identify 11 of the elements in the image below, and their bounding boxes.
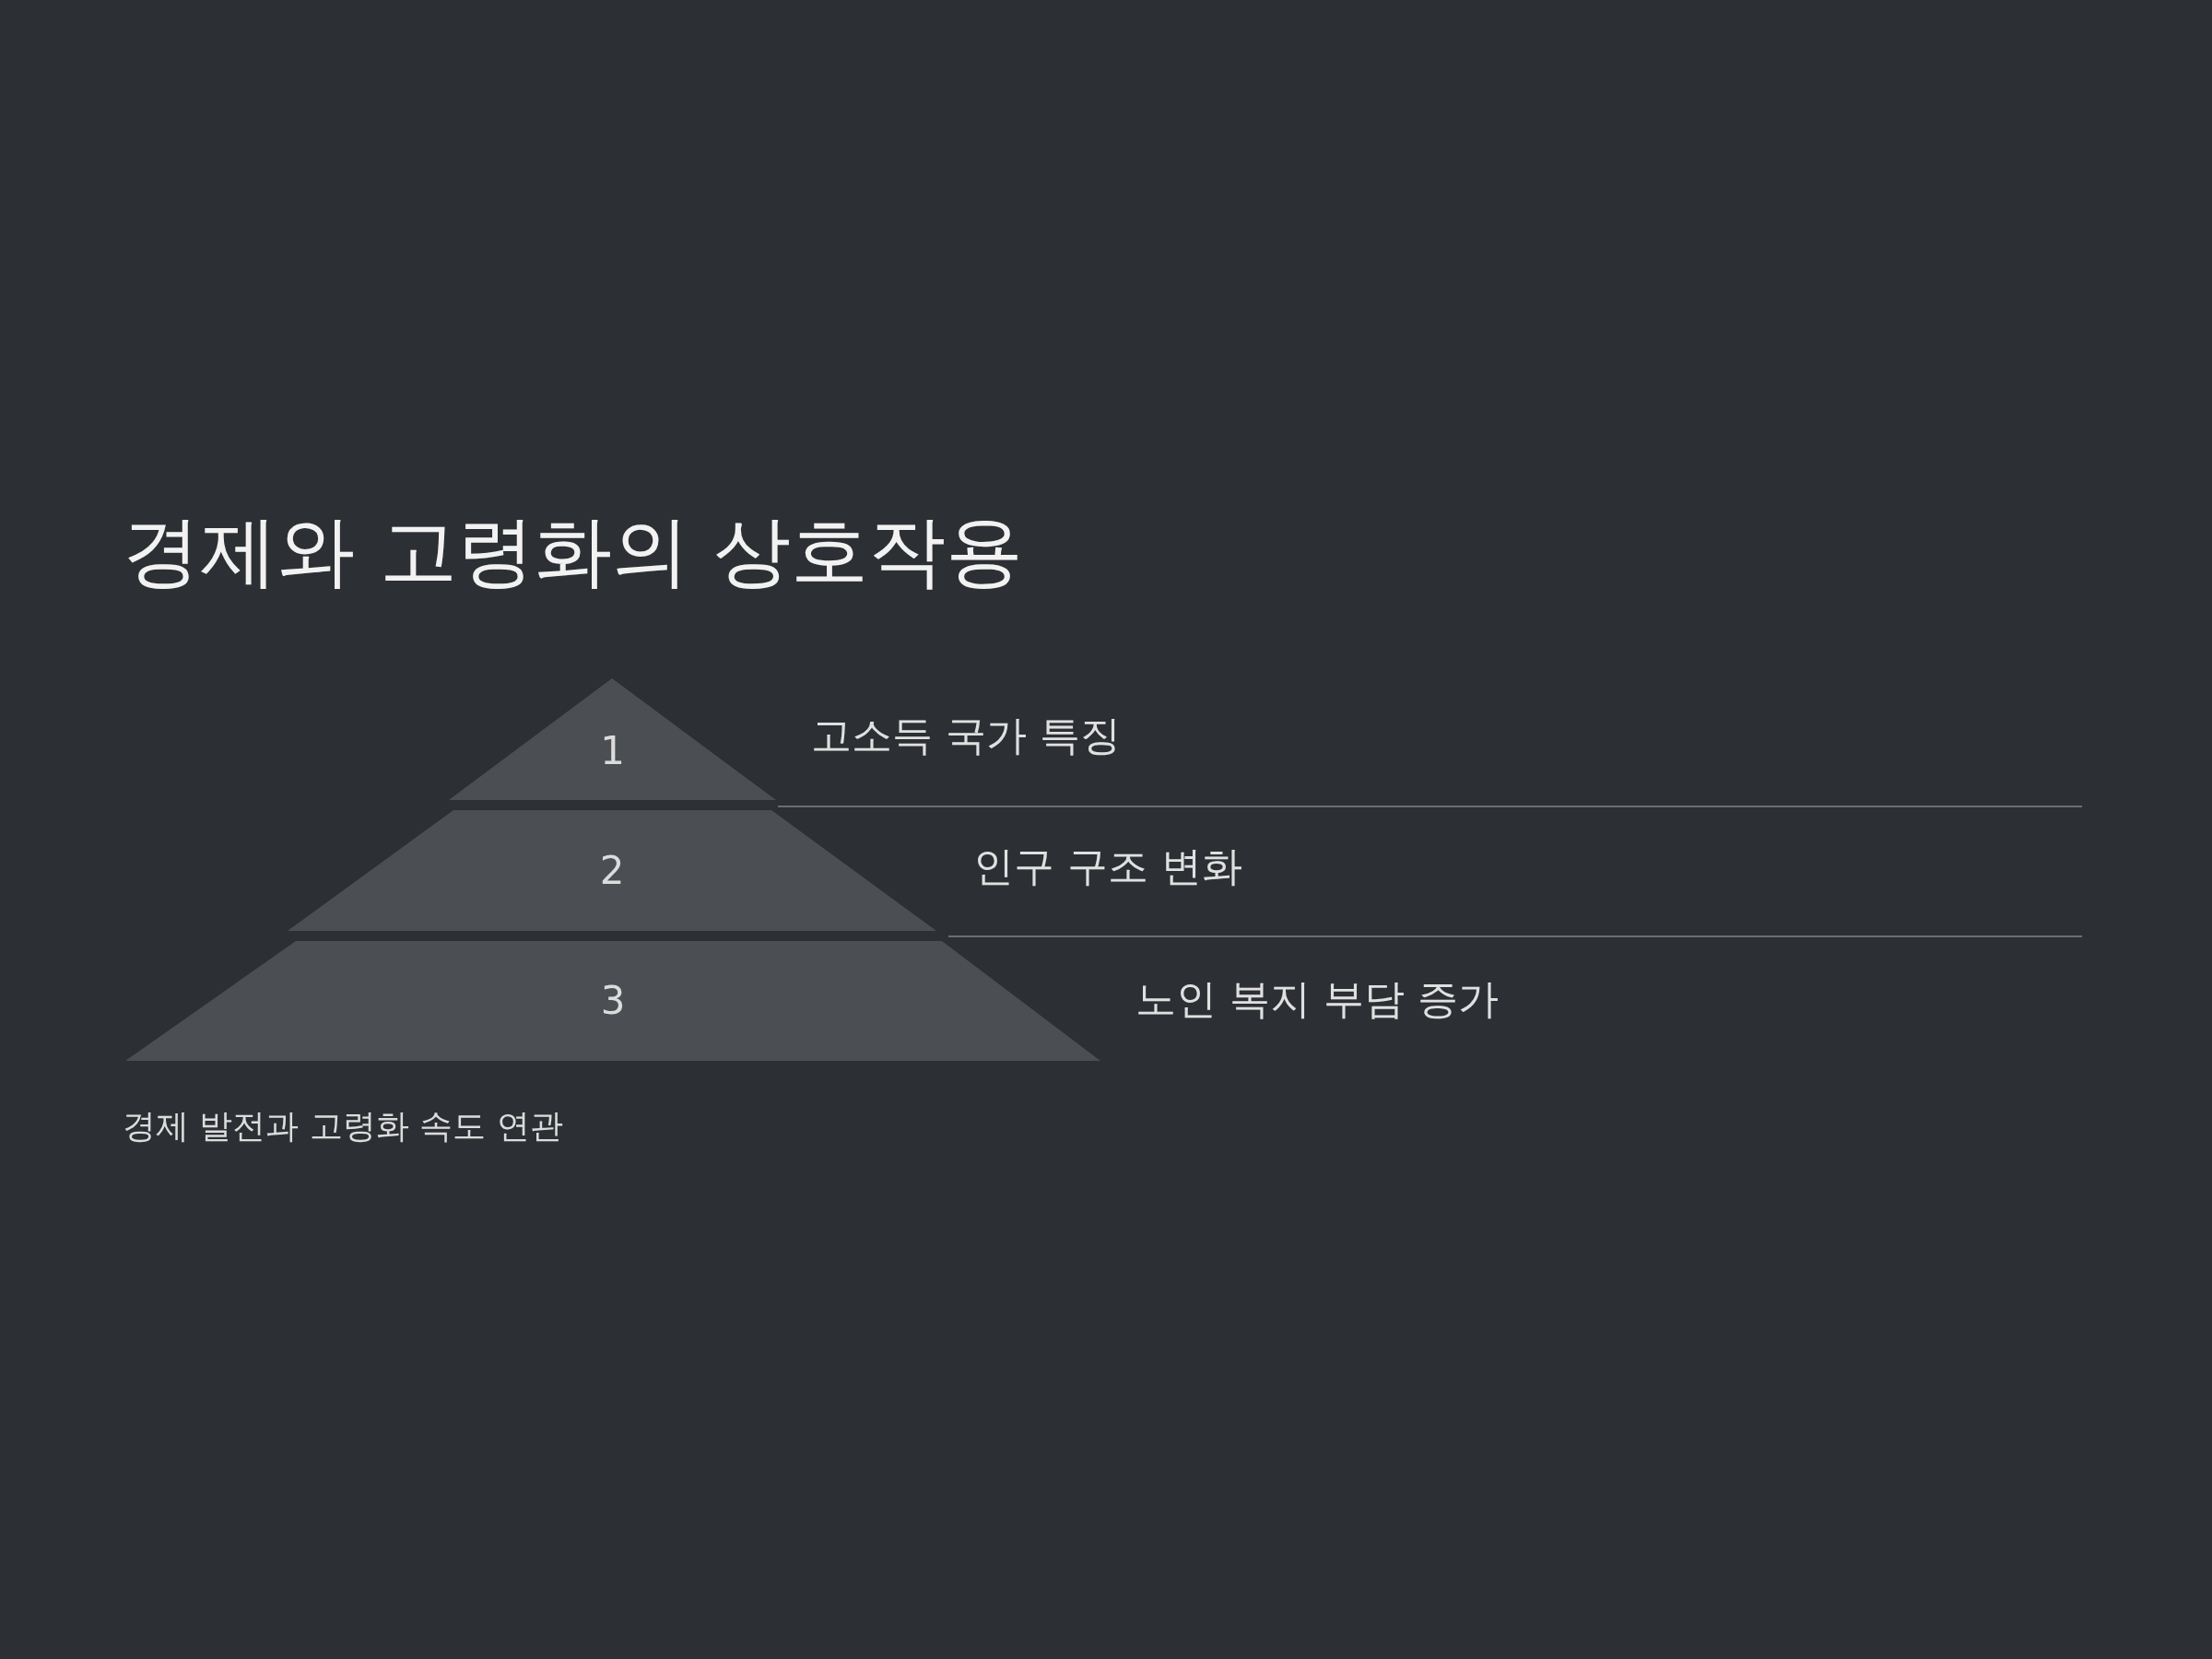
pyramid-tier	[125, 941, 1100, 1061]
pyramid-tier	[449, 678, 776, 800]
title: 경제와 고령화의 상호작용	[123, 505, 1024, 598]
tier-number: 1	[600, 732, 625, 771]
tier-label: 노인 복지 부담 증가	[1135, 979, 1499, 1019]
tier-label: 고소득 국가 특징	[811, 715, 1121, 756]
tier-number: 2	[599, 851, 625, 890]
pyramid-tier	[288, 810, 936, 931]
tier-label: 인구 구조 변화	[973, 846, 1242, 887]
tier-number: 3	[600, 982, 626, 1020]
caption: 경제 발전과 고령화 속도 연관	[123, 1106, 563, 1147]
